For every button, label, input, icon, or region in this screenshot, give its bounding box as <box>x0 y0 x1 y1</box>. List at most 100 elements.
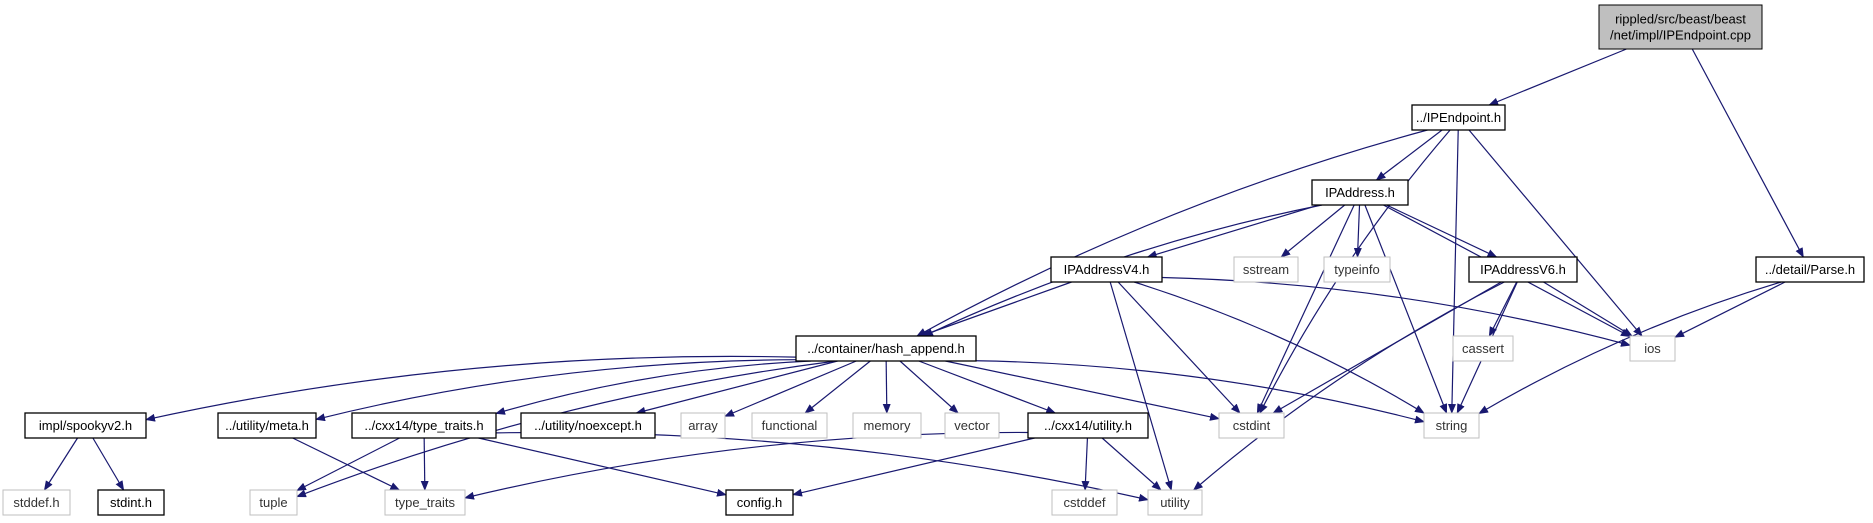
edge-cxx14-type-traits-to-type-traits <box>420 437 429 491</box>
edge-hash-append-to-meta <box>315 359 797 422</box>
node-stdint-h[interactable]: stdint.h <box>97 489 165 516</box>
node-array[interactable]: array <box>680 412 726 439</box>
edge-ipaddressv4-to-string <box>1133 281 1425 414</box>
edge-ipaddressv6-to-cassert <box>1488 281 1518 337</box>
edge-spooky-to-stdint-h <box>92 437 125 491</box>
node-label: type_traits <box>395 495 455 510</box>
edge-ipendpoint-to-ipaddress <box>1375 129 1443 181</box>
node-spooky[interactable]: impl/spookyv2.h <box>24 412 147 439</box>
node-label: ../cxx14/utility.h <box>1044 418 1132 433</box>
node-label: array <box>688 418 718 433</box>
node-box <box>944 412 1000 439</box>
edge-hash-append-to-string <box>975 360 1425 424</box>
node-box <box>1051 489 1118 516</box>
node-utility[interactable]: utility <box>1147 489 1203 516</box>
node-root[interactable]: rippled/src/beast/beast/net/impl/IPEndpo… <box>1598 4 1763 50</box>
node-box <box>1311 179 1409 206</box>
node-box <box>751 412 828 439</box>
node-label: ../utility/noexcept.h <box>534 418 642 433</box>
node-label: memory <box>864 418 911 433</box>
edge-hash-append-to-cxx14-utility <box>918 360 1057 414</box>
node-box <box>1755 256 1865 283</box>
node-box <box>1452 335 1514 362</box>
node-cassert[interactable]: cassert <box>1452 335 1514 362</box>
node-type-traits[interactable]: type_traits <box>384 489 466 516</box>
node-box <box>1147 489 1203 516</box>
node-label: IPAddressV6.h <box>1480 262 1566 277</box>
edge-hash-append-to-memory <box>882 360 891 414</box>
edge-ipendpoint-to-string <box>1447 129 1459 414</box>
node-cxx14-utility[interactable]: ../cxx14/utility.h <box>1027 412 1149 439</box>
node-cxx14-type-traits[interactable]: ../cxx14/type_traits.h <box>351 412 497 439</box>
node-box <box>217 412 317 439</box>
edge-hash-append-to-noexcept <box>635 360 838 415</box>
node-ipaddress[interactable]: IPAddress.h <box>1311 179 1409 206</box>
node-label: ../IPEndpoint.h <box>1416 110 1501 125</box>
edge-parse-to-ios <box>1674 281 1786 338</box>
node-box <box>351 412 497 439</box>
node-box <box>520 412 656 439</box>
node-box <box>1218 412 1285 439</box>
edge-ipaddressv4-to-utility <box>1109 281 1173 491</box>
node-box <box>384 489 466 516</box>
edge-hash-append-to-cstdint <box>945 360 1220 421</box>
edge-ipaddressv4-to-ios <box>1161 276 1631 347</box>
edge-ipaddress-to-typeinfo <box>1353 204 1362 258</box>
node-label: IPAddress.h <box>1325 185 1395 200</box>
node-label: ../container/hash_append.h <box>807 341 965 356</box>
node-ipaddressv4[interactable]: IPAddressV4.h <box>1050 256 1163 283</box>
edge-cxx14-type-traits-to-config <box>478 437 727 497</box>
node-label: utility <box>1160 495 1190 510</box>
node-box <box>680 412 726 439</box>
node-label: sstream <box>1243 262 1289 277</box>
edge-parse-to-string <box>1478 281 1782 415</box>
node-vector[interactable]: vector <box>944 412 1000 439</box>
node-meta[interactable]: ../utility/meta.h <box>217 412 317 439</box>
node-typeinfo[interactable]: typeinfo <box>1323 256 1391 283</box>
node-box <box>1050 256 1163 283</box>
node-box <box>1468 256 1578 283</box>
edge-root-to-ipendpoint <box>1488 48 1627 106</box>
node-box <box>2 489 71 516</box>
node-label: functional <box>762 418 818 433</box>
edge-layer <box>43 48 1804 502</box>
edge-ipaddress-to-cstdint <box>1256 204 1355 414</box>
edge-ipaddressv4-to-hash-append <box>919 281 1072 337</box>
node-label: stdint.h <box>110 495 152 510</box>
edge-hash-append-to-vector <box>899 360 959 414</box>
node-label: /net/impl/IPEndpoint.cpp <box>1610 28 1751 43</box>
node-box <box>1423 412 1480 439</box>
node-box <box>852 412 922 439</box>
node-ipaddressv6[interactable]: IPAddressV6.h <box>1468 256 1578 283</box>
node-memory[interactable]: memory <box>852 412 922 439</box>
node-string[interactable]: string <box>1423 412 1480 439</box>
node-box <box>97 489 165 516</box>
node-label: impl/spookyv2.h <box>39 418 132 433</box>
node-noexcept[interactable]: ../utility/noexcept.h <box>520 412 656 439</box>
node-sstream[interactable]: sstream <box>1233 256 1299 283</box>
node-functional[interactable]: functional <box>751 412 828 439</box>
node-config[interactable]: config.h <box>725 489 794 516</box>
node-ipendpoint[interactable]: ../IPEndpoint.h <box>1411 104 1506 131</box>
node-ios[interactable]: ios <box>1629 335 1676 362</box>
edge-ipaddress-to-sstream <box>1280 204 1346 258</box>
node-box <box>1233 256 1299 283</box>
node-stddef-h[interactable]: stddef.h <box>2 489 71 516</box>
node-box <box>1629 335 1676 362</box>
node-parse[interactable]: ../detail/Parse.h <box>1755 256 1865 283</box>
node-layer: rippled/src/beast/beast/net/impl/IPEndpo… <box>2 4 1865 516</box>
node-box <box>24 412 147 439</box>
edge-hash-append-to-cxx14-type-traits <box>495 360 812 415</box>
edge-ipaddress-to-ipaddressv4 <box>1146 204 1320 259</box>
node-hash-append[interactable]: ../container/hash_append.h <box>795 335 977 362</box>
edge-cxx14-type-traits-to-utility <box>495 431 1149 502</box>
node-cstdint[interactable]: cstdint <box>1218 412 1285 439</box>
edge-hash-append-to-functional <box>804 360 871 414</box>
node-tuple[interactable]: tuple <box>249 489 298 516</box>
edge-ipaddressv4-to-cstdint <box>1117 281 1241 414</box>
node-label: stddef.h <box>13 495 59 510</box>
node-label: ios <box>1644 341 1661 356</box>
node-box <box>795 335 977 362</box>
node-cstddef[interactable]: cstddef <box>1051 489 1118 516</box>
